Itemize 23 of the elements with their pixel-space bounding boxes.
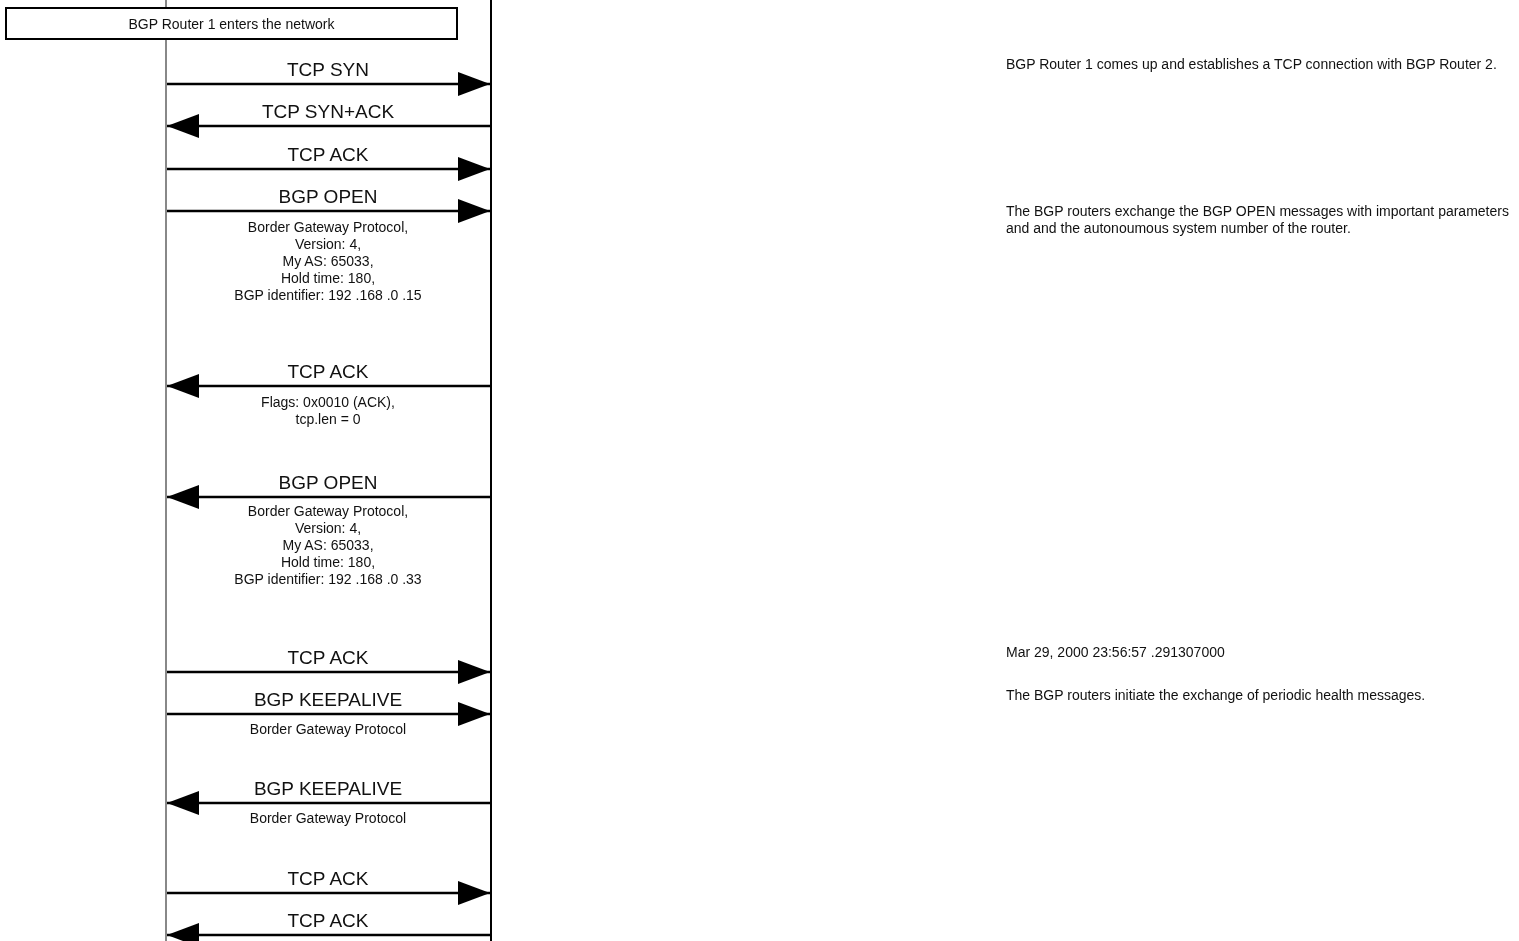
message-arrow bbox=[167, 485, 490, 509]
message-arrow bbox=[167, 791, 490, 815]
message-details: Flags: 0x0010 (ACK), tcp.len = 0 bbox=[260, 394, 396, 428]
annotation-text: The BGP routers exchange the BGP OPEN messages with important parameters and and the autonoumous system number of the router. bbox=[1006, 203, 1510, 237]
annotation-text: The BGP routers initiate the exchange of periodic health messages. bbox=[1006, 687, 1427, 704]
message-details: Border Gateway Protocol, Version: 4, My AS: 65033, Hold time: 180, BGP identifier: 192 .168 .0 .15 bbox=[233, 219, 423, 304]
message-arrow bbox=[167, 702, 490, 726]
message-arrow bbox=[167, 660, 490, 684]
message-arrow bbox=[167, 199, 490, 223]
lifeline bbox=[165, 0, 167, 941]
message-arrow bbox=[167, 72, 490, 96]
message-details: Border Gateway Protocol, Version: 4, My AS: 65033, Hold time: 180, BGP identifier: 192 .168 .0 .33 bbox=[233, 503, 423, 588]
message-arrow bbox=[167, 881, 490, 905]
annotation-text: BGP Router 1 comes up and establishes a TCP connection with BGP Router 2. bbox=[1006, 56, 1498, 73]
message-details: Border Gateway Protocol bbox=[248, 810, 408, 827]
annotation-text: Mar 29, 2000 23:56:57 .291307000 bbox=[1006, 644, 1226, 661]
lifeline bbox=[490, 0, 492, 941]
message-arrow bbox=[167, 114, 490, 138]
message-arrow bbox=[167, 923, 490, 941]
message-arrow bbox=[167, 374, 490, 398]
message-arrow bbox=[167, 157, 490, 181]
event-box: BGP Router 1 enters the network bbox=[5, 7, 458, 40]
message-details: Border Gateway Protocol bbox=[248, 721, 408, 738]
